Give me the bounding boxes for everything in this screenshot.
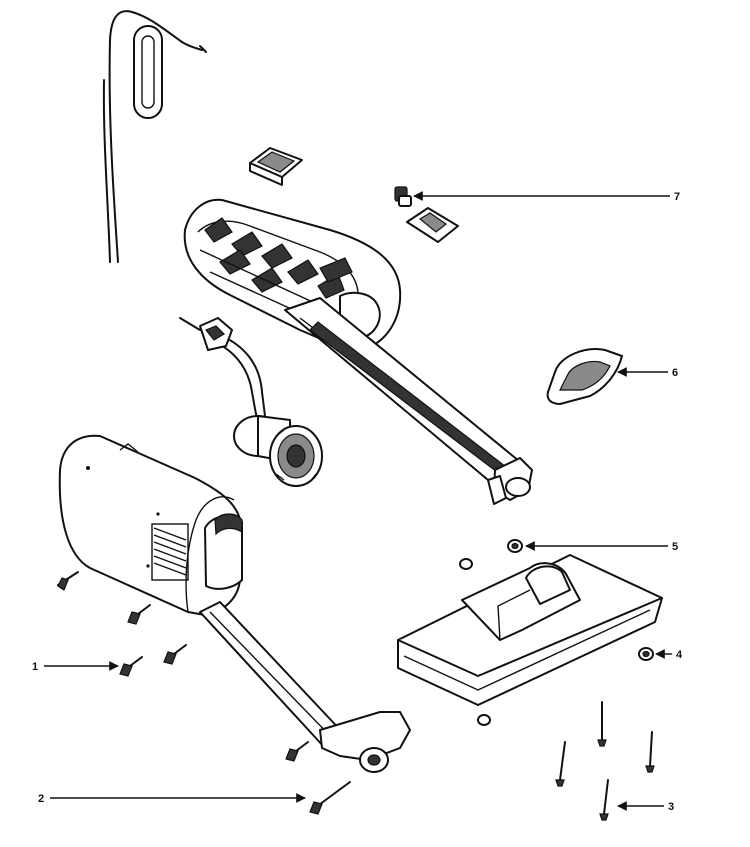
callout-2: 2 — [38, 793, 306, 805]
top-clip — [249, 147, 303, 186]
upper-housing — [183, 198, 402, 351]
small-caps — [459, 539, 654, 726]
callout-6: 6 — [617, 367, 678, 379]
callout-3: 3 — [617, 801, 674, 813]
power-cord — [102, 10, 207, 263]
motor-assembly — [179, 317, 323, 487]
callout-label-4: 4 — [676, 649, 683, 661]
callout-label-3: 3 — [668, 801, 674, 813]
callout-1: 1 — [32, 661, 119, 673]
callout-5: 5 — [525, 541, 678, 553]
callout-label-2: 2 — [38, 793, 44, 805]
callout-label-5: 5 — [672, 541, 678, 553]
long-screws-part-3 — [555, 701, 655, 821]
callout-4: 4 — [655, 649, 683, 661]
callout-7: 7 — [413, 191, 680, 203]
bumper-part-6 — [546, 348, 623, 405]
small-latch-part-7 — [394, 186, 412, 207]
lower-tube — [199, 601, 411, 773]
callout-label-1: 1 — [32, 661, 38, 673]
lower-handle-body — [58, 434, 243, 616]
callout-label-7: 7 — [674, 191, 680, 203]
bracket-plate — [406, 207, 459, 243]
handle-channel — [284, 297, 533, 505]
screws-left — [57, 571, 351, 815]
nozzle-base — [397, 554, 663, 706]
callout-label-6: 6 — [672, 367, 678, 379]
